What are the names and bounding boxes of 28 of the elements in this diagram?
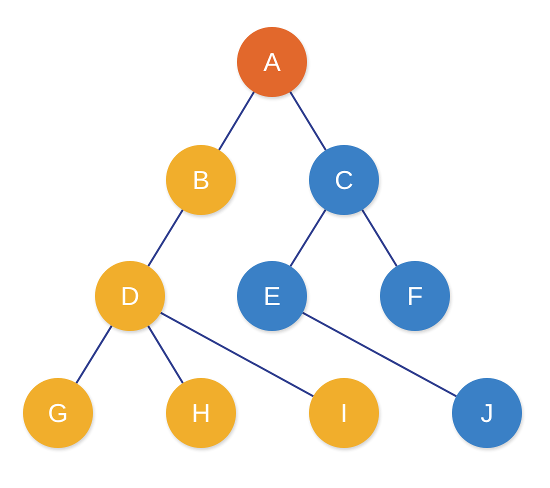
circle-node <box>166 145 236 215</box>
node-label: B <box>192 167 210 193</box>
node-label: J <box>480 400 494 426</box>
node-label: A <box>263 49 281 75</box>
circle-node <box>95 261 165 331</box>
circle-node <box>309 378 379 448</box>
circle-node <box>452 378 522 448</box>
circle-node <box>166 378 236 448</box>
connector-line <box>289 91 327 151</box>
connector-line <box>302 312 457 398</box>
node-label: F <box>407 283 423 309</box>
connector-line <box>147 325 184 384</box>
circle-node <box>23 378 93 448</box>
connector-line <box>76 325 112 384</box>
node-label: D <box>120 283 140 309</box>
circle-node <box>237 261 307 331</box>
node-label: C <box>334 167 354 193</box>
circle-node <box>309 145 379 215</box>
connector-line <box>290 209 326 267</box>
connector-line <box>160 312 314 398</box>
node-label: G <box>48 400 68 426</box>
node-label: I <box>340 400 348 426</box>
connector-line <box>361 209 398 267</box>
connector-line <box>218 91 255 151</box>
circle-node <box>380 261 450 331</box>
node-label: E <box>263 283 281 309</box>
connector-line <box>147 209 184 267</box>
node-label: H <box>192 400 210 426</box>
